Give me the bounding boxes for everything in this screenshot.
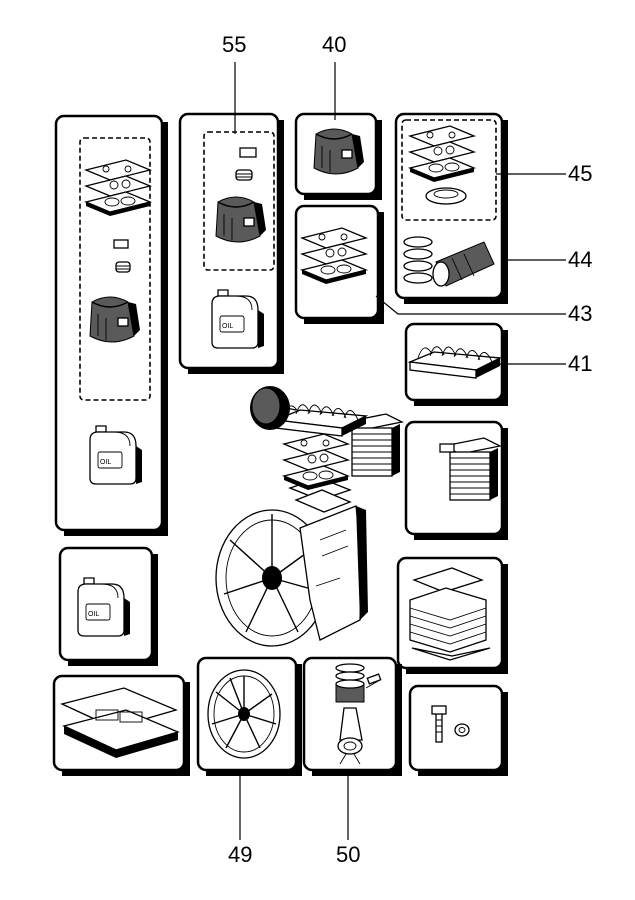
- callout-41: 41: [568, 351, 592, 376]
- gasket-icon: [113, 239, 129, 249]
- air-filter-icon: [313, 128, 365, 175]
- valve-plate-icon: [425, 187, 467, 205]
- gasket-icon: [411, 647, 491, 661]
- gasket-icon: [412, 567, 484, 593]
- gasket-icon: [283, 433, 349, 491]
- bolt-icon: [431, 705, 447, 743]
- panel-41-cylinder-head: [404, 322, 508, 406]
- callout-leaders: [234, 62, 566, 840]
- callout-50: 50: [336, 842, 360, 867]
- base-plate-icon: [60, 687, 180, 758]
- flywheel-icon: [215, 509, 329, 647]
- panel-43-gasket-set: [294, 204, 384, 324]
- gasket-icon: [85, 159, 151, 217]
- panel-45-44-valve-piston: [394, 112, 508, 304]
- panel-50-piston-conrod: [302, 656, 402, 776]
- spring-icon: [235, 169, 253, 181]
- air-filter-icon: [215, 196, 267, 243]
- oil-label: OIL: [88, 611, 99, 618]
- piston-icon: [335, 673, 382, 703]
- panel-service-kit-left: [54, 114, 168, 536]
- callout-55: 55: [222, 32, 246, 57]
- gasket-icon: [239, 147, 257, 158]
- panel-55-filter-kit: [178, 112, 284, 374]
- panel-oil: [58, 546, 158, 666]
- air-filter-icon: [250, 386, 297, 430]
- callout-45: 45: [568, 161, 592, 186]
- flywheel-icon: [207, 669, 281, 759]
- callout-49: 49: [228, 842, 252, 867]
- air-filter-icon: [89, 296, 141, 343]
- callout-40: 40: [322, 32, 346, 57]
- callout-44: 44: [568, 247, 592, 272]
- gasket-icon: [301, 227, 367, 285]
- callout-labels: 55 40 45 44 43 41 49 50: [222, 32, 592, 867]
- panel-40-air-filter: [294, 112, 382, 200]
- oil-label: OIL: [100, 459, 111, 466]
- compressor-pump-assembly: [215, 386, 403, 647]
- spring-icon: [115, 261, 131, 273]
- panel-cylinder-block: [396, 556, 508, 674]
- panel-cylinder-right: [404, 420, 508, 540]
- cylinder-block-icon: [409, 587, 487, 653]
- connecting-rod-icon: [337, 707, 363, 765]
- panel-base-plate: [52, 674, 190, 776]
- callout-43: 43: [568, 301, 592, 326]
- piston-ring-icon: [403, 236, 433, 284]
- panel-bolts: [408, 684, 508, 776]
- piston-icon: [432, 241, 495, 287]
- panel-49-flywheel: [196, 656, 302, 776]
- oil-labels: OIL OIL OIL: [88, 323, 233, 618]
- oil-label: OIL: [222, 323, 233, 330]
- nut-icon: [454, 723, 470, 737]
- gasket-icon: [409, 125, 475, 183]
- gasket-icon: [439, 443, 455, 453]
